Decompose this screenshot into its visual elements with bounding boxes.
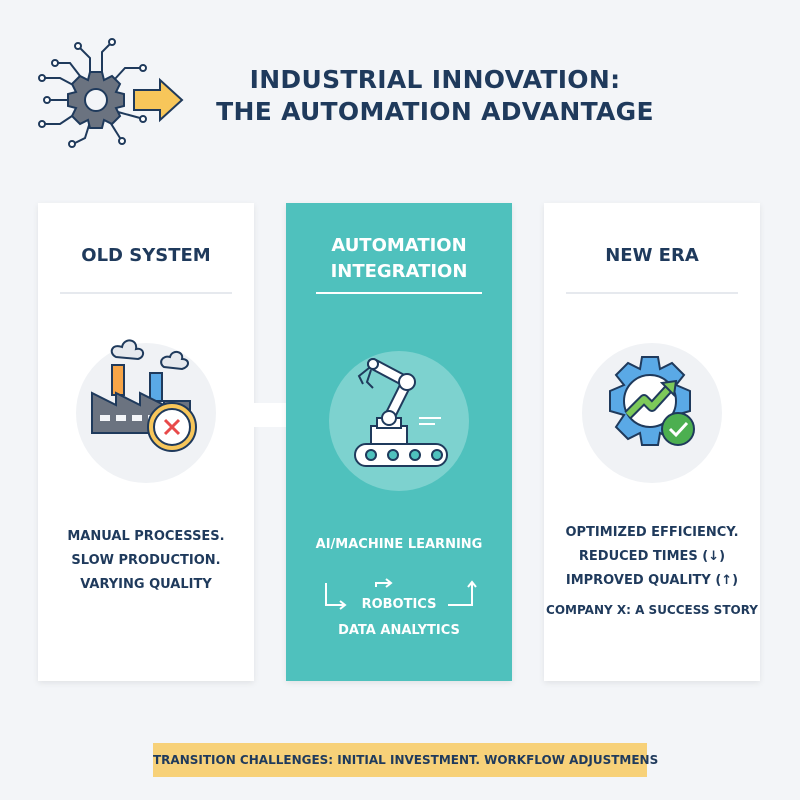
gear-growth-check-icon (609, 356, 695, 446)
divider (60, 292, 232, 294)
automation-item-robotics: ROBOTICS (361, 597, 437, 612)
list-item: VARYING QUALITY (80, 577, 212, 592)
automation-title-line-1: AUTOMATION (331, 235, 467, 256)
list-item: SLOW PRODUCTION. (71, 553, 221, 568)
new-era-title: NEW ERA (605, 245, 699, 266)
list-item: OPTIMIZED EFFICIENCY. (565, 525, 739, 540)
robotic-arm-conveyor-icon (354, 358, 448, 467)
automation-item-ai: AI/MACHINE LEARNING (315, 537, 483, 552)
factory-clock-icon (91, 339, 197, 452)
list-item: MANUAL PROCESSES. (67, 529, 225, 544)
divider (566, 292, 738, 294)
new-era-panel: NEW ERA OPTIMIZED EFFICIENCY. REDUCED TI… (544, 203, 760, 681)
page-title: INDUSTRIAL INNOVATION: THE AUTOMATION AD… (215, 64, 655, 128)
new-era-description: OPTIMIZED EFFICIENCY. REDUCED TIMES (↓) … (544, 521, 760, 593)
list-item: REDUCED TIMES (↓) (578, 549, 726, 564)
automation-integration-panel: AUTOMATION INTEGRATION AI/MACHINE LEARNI… (286, 203, 512, 681)
cycle-arrows-icon (325, 578, 477, 610)
gear-circuit-arrow-icon (38, 38, 184, 148)
old-system-panel: OLD SYSTEM MANUAL PROCESSES. SLOW PRODUC… (38, 203, 254, 681)
divider (316, 292, 482, 294)
old-system-title: OLD SYSTEM (81, 245, 211, 266)
transition-challenges-banner: TRANSITION CHALLENGES: INITIAL INVESTMEN… (153, 743, 658, 777)
automation-item-data: DATA ANALYTICS (338, 623, 460, 638)
automation-title-line-2: INTEGRATION (330, 261, 468, 282)
title-line-1: INDUSTRIAL INNOVATION: (249, 65, 621, 94)
list-item: IMPROVED QUALITY (↑) (565, 573, 739, 588)
old-system-description: MANUAL PROCESSES. SLOW PRODUCTION. VARYI… (38, 525, 254, 597)
success-story-label: COMPANY X: A SUCCESS STORY (546, 603, 758, 617)
title-line-2: THE AUTOMATION ADVANTAGE (216, 97, 654, 126)
automation-title: AUTOMATION INTEGRATION (286, 233, 512, 285)
